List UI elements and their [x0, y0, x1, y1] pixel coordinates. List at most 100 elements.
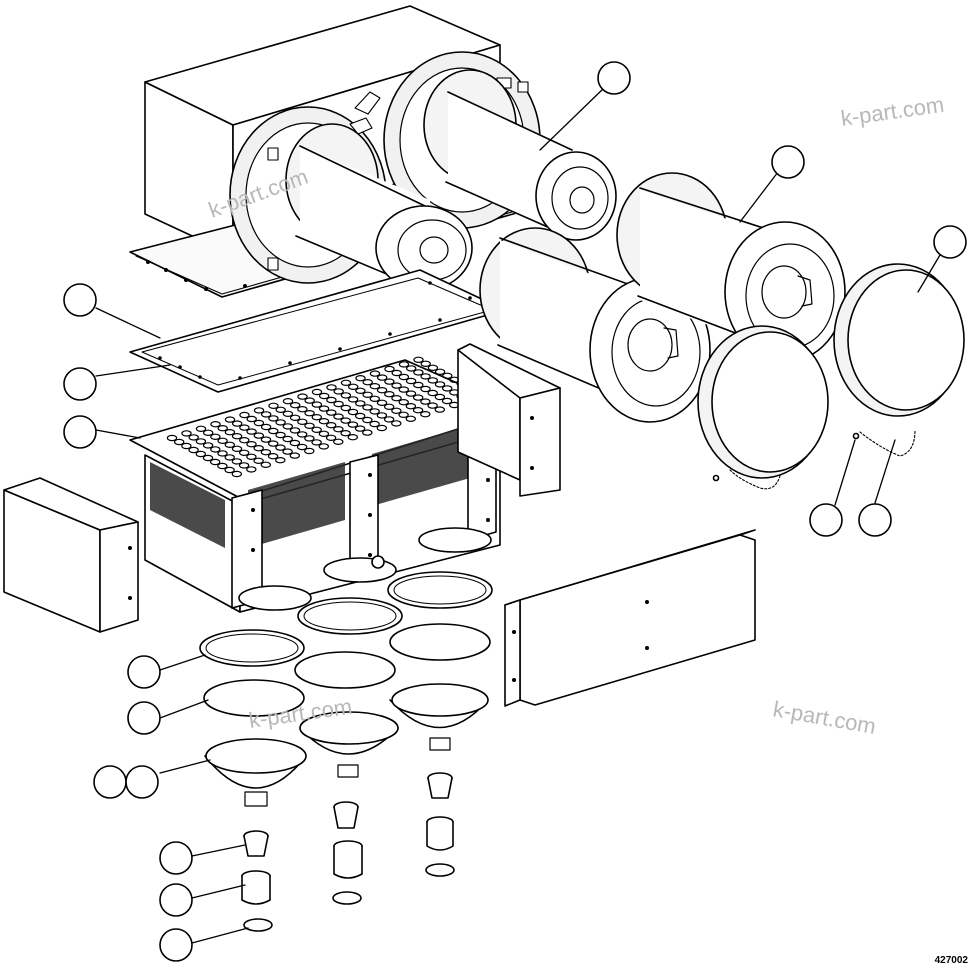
precleaner-tube — [333, 413, 344, 420]
precleaner-tube — [297, 393, 308, 400]
precleaner-tube — [383, 416, 395, 423]
precleaner-tube — [217, 437, 228, 444]
dust-cups — [204, 683, 489, 807]
precleaner-tube — [413, 394, 424, 401]
precleaner-tube — [224, 429, 236, 436]
precleaner-tube — [195, 425, 207, 432]
bottom-right-cover — [504, 529, 756, 707]
precleaner-tube — [209, 458, 221, 466]
watermark: k-part.com — [771, 696, 878, 739]
precleaner-tube — [166, 434, 178, 442]
precleaner-tube — [384, 365, 395, 373]
precleaner-tube — [297, 406, 308, 413]
precleaner-tube — [253, 445, 264, 452]
precleaner-tube — [420, 373, 431, 380]
precleaner-tube — [333, 438, 344, 445]
precleaner-tube — [434, 406, 445, 413]
precleaner-tube — [210, 446, 221, 453]
precleaner-tube — [188, 434, 199, 441]
precleaner-tube — [260, 436, 272, 443]
leader-lines — [95, 87, 941, 944]
callouts — [63, 61, 967, 962]
precleaner-tube — [304, 397, 315, 404]
precleaner-tube — [231, 420, 243, 427]
precleaner-tube — [224, 466, 235, 474]
precleaner-tube — [398, 399, 409, 406]
precleaner-tube — [333, 400, 344, 408]
precleaner-tube — [340, 417, 351, 424]
precleaner-tube — [362, 429, 373, 436]
precleaner-tube — [326, 422, 337, 429]
precleaner-tube — [434, 393, 446, 401]
precleaner-tube — [326, 409, 337, 416]
precleaner-tube — [420, 385, 431, 393]
precleaner-tube — [282, 435, 293, 443]
precleaner-tube — [290, 402, 301, 409]
precleaner-tube — [246, 428, 257, 435]
precleaner-tube — [304, 447, 315, 455]
precleaner-tube — [376, 399, 388, 406]
precleaner-tube — [355, 400, 366, 407]
precleaner-tube — [347, 408, 359, 416]
precleaner-tube — [369, 408, 380, 415]
precleaner-tube — [239, 411, 250, 419]
figure-number: 427002 — [935, 955, 969, 966]
precleaner-tube — [289, 414, 301, 421]
precleaner-tube — [289, 439, 301, 447]
precleaner-tube — [398, 411, 409, 418]
precleaner-tube — [282, 398, 294, 405]
precleaner-tube — [282, 423, 293, 430]
precleaner-tube — [267, 453, 279, 460]
precleaner-tube — [384, 403, 395, 410]
precleaner-tube — [231, 470, 242, 478]
precleaner-assembly — [129, 356, 519, 613]
precleaner-tube — [398, 373, 410, 381]
precleaner-tube — [391, 395, 402, 402]
callout-circle — [159, 841, 193, 875]
precleaner-tube — [347, 434, 358, 441]
precleaner-tube — [181, 430, 192, 437]
precleaner-tube — [238, 449, 250, 456]
precleaner-tube — [355, 387, 366, 394]
precleaner-tube — [405, 390, 417, 397]
precleaner-tube — [405, 377, 417, 385]
filter-element-back-left — [285, 123, 473, 291]
precleaner-tube — [275, 406, 286, 413]
precleaner-tube — [318, 430, 330, 437]
precleaner-tube — [362, 379, 373, 386]
precleaner-tube — [347, 396, 359, 403]
precleaner-tube — [398, 361, 410, 368]
precleaner-tube — [391, 382, 402, 389]
precleaner-tube — [318, 443, 329, 450]
precleaner-tube — [289, 427, 301, 434]
precleaner-tube — [362, 391, 373, 398]
precleaner-tube — [253, 457, 264, 464]
precleaner-tube — [217, 425, 228, 432]
callout-circle — [933, 225, 967, 259]
precleaner-tube — [319, 392, 330, 400]
precleaner-tube — [369, 370, 381, 377]
precleaner-tube — [441, 397, 453, 405]
callout-circle — [159, 883, 193, 917]
precleaner-tube — [260, 423, 272, 431]
precleaner-tube — [268, 427, 279, 435]
callout-circle — [858, 503, 892, 537]
precleaner-tube — [275, 431, 286, 439]
callout-circle — [809, 503, 843, 537]
precleaner-tube — [173, 438, 185, 446]
precleaner-tube — [246, 415, 257, 423]
precleaner-tube — [224, 454, 235, 461]
precleaner-tube — [311, 426, 322, 433]
precleaner-tube — [238, 462, 250, 469]
precleaner-tube — [355, 412, 366, 420]
precleaner-tube — [231, 445, 243, 452]
callout-circle — [159, 928, 193, 962]
precleaner-tube — [217, 462, 228, 470]
precleaner-tube — [420, 360, 431, 367]
precleaner-tube — [406, 365, 417, 372]
precleaner-tube — [413, 381, 424, 389]
precleaner-tube — [376, 424, 387, 432]
callout-circle — [771, 145, 805, 179]
precleaner-tube — [391, 407, 402, 414]
precleaner-tube — [340, 392, 352, 399]
